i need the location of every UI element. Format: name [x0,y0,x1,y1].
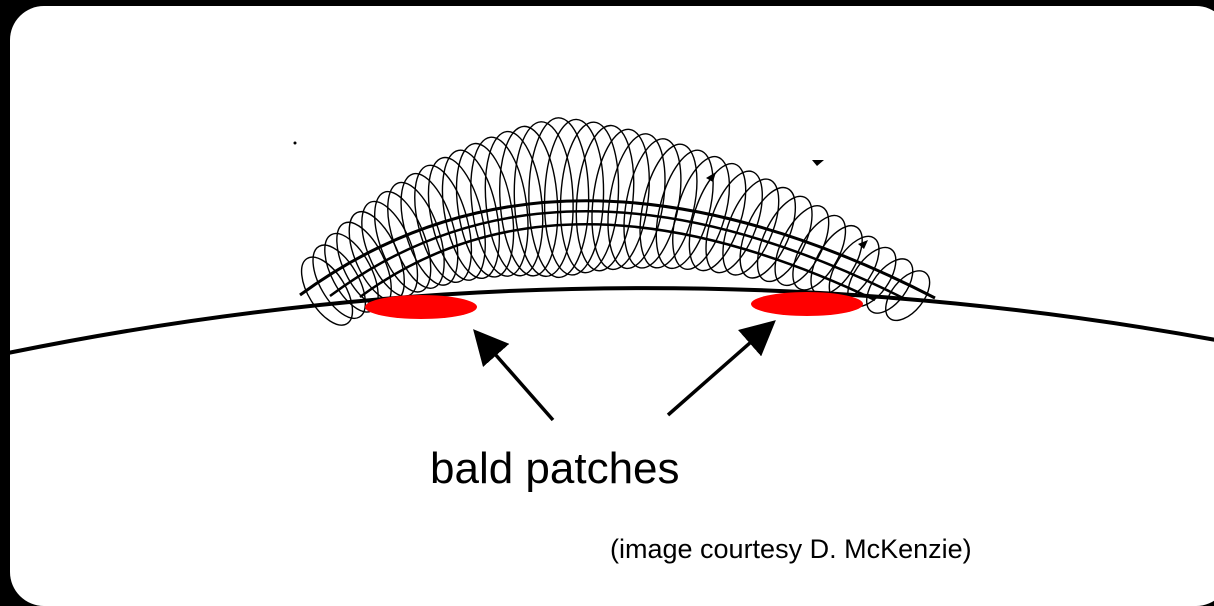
helical-loop [885,270,931,322]
helical-loop [774,205,830,287]
arrow-to-right-patch [666,320,776,417]
helical-loop [543,118,605,276]
helical-loop [373,190,432,293]
bald-patch-right [751,292,863,316]
bald-patches-label: bald patches [430,444,680,493]
flux-rope-diagram [10,117,1214,422]
bald-patch-left [365,295,477,319]
field-direction-arrow-1 [706,172,716,182]
helical-loop [575,124,635,272]
field-direction-arrow-2 [812,160,824,166]
flux-rope-outer-band [299,199,936,300]
helical-loop [312,244,367,320]
helical-loop [866,258,914,314]
helical-loop [387,181,445,289]
helical-loop [484,130,544,277]
helical-loop [672,155,731,270]
helical-loop [513,121,574,278]
field-direction-arrow-3 [858,240,868,249]
photosphere-surface [10,286,1214,355]
flux-rope-inner-band [359,223,876,302]
helical-loop [688,162,747,272]
stray-dot [293,141,297,145]
arrow-to-left-patch [473,329,555,422]
image-credit: (image courtesy D. McKenzie) [610,534,972,564]
helical-loop [559,121,620,274]
helical-loop [300,256,354,326]
helical-loop [792,214,847,291]
helical-loop [348,210,406,302]
helical-loop [528,117,590,279]
helical-loop [499,125,559,277]
flux-rope-middle-band [329,210,906,301]
diagram-panel: bald patches (image courtesy D. McKenzie… [10,6,1214,606]
